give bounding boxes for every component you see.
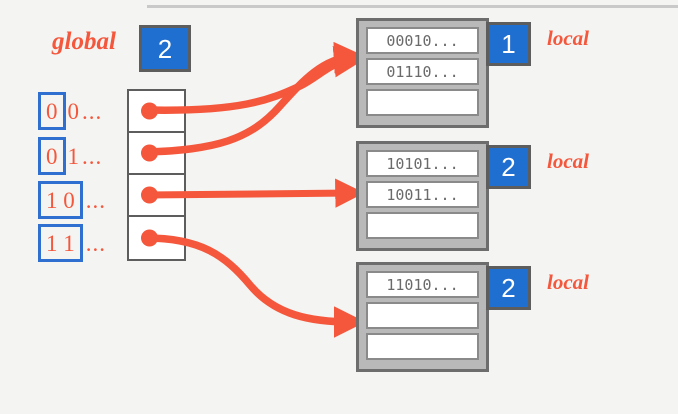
key-row-11: 1 1 ... bbox=[38, 224, 106, 262]
bucket-3-slot-2 bbox=[366, 333, 479, 360]
pointer-dot-icon bbox=[141, 186, 158, 204]
bucket-1-local-label: local bbox=[547, 26, 589, 50]
key-prefix-box-11: 1 1 bbox=[38, 224, 83, 262]
key-ellipsis-11: ... bbox=[85, 230, 106, 256]
key-row-10: 1 0 ... bbox=[38, 181, 106, 219]
key-row-01: 0 1 ... bbox=[38, 137, 102, 175]
pointer-dot-icon bbox=[141, 229, 158, 247]
directory-cell-0[interactable] bbox=[129, 91, 184, 133]
bucket-2-local-label: local bbox=[547, 149, 589, 173]
key-ellipsis-01: ... bbox=[82, 143, 103, 169]
bucket-2-local-depth-badge: 2 bbox=[486, 145, 531, 189]
bucket-3-slot-1 bbox=[366, 302, 479, 329]
key-prefix-box-00: 0 bbox=[38, 92, 66, 130]
bucket-1-slot-1: 01110... bbox=[366, 58, 479, 85]
bucket-2-slot-0: 10101... bbox=[366, 150, 479, 177]
bucket-2-slot-1: 10011... bbox=[366, 181, 479, 208]
key-suffix-00: 0 bbox=[67, 98, 80, 124]
key-ellipsis-00: ... bbox=[82, 98, 103, 124]
bucket-3-local-depth-badge: 2 bbox=[486, 266, 531, 310]
key-prefix-box-01: 0 bbox=[38, 137, 66, 175]
bucket-3-local-label: local bbox=[547, 270, 589, 294]
bucket-1-slot-2 bbox=[366, 89, 479, 116]
pointer-dot-icon bbox=[141, 102, 158, 120]
directory-cell-3[interactable] bbox=[129, 217, 184, 259]
global-depth-badge: 2 bbox=[139, 25, 191, 72]
bucket-1: 00010... 01110... bbox=[356, 18, 489, 128]
global-depth-label: global bbox=[52, 28, 116, 55]
bucket-3: 11010... bbox=[356, 262, 489, 372]
top-divider-rule bbox=[147, 5, 678, 8]
key-row-00: 0 0 ... bbox=[38, 92, 102, 130]
directory-cell-1[interactable] bbox=[129, 133, 184, 175]
bucket-1-local-depth-badge: 1 bbox=[486, 22, 531, 66]
directory-cell-2[interactable] bbox=[129, 175, 184, 217]
bucket-1-slot-0: 00010... bbox=[366, 27, 479, 54]
bucket-2: 10101... 10011... bbox=[356, 141, 489, 251]
key-prefix-box-10: 1 0 bbox=[38, 181, 83, 219]
key-suffix-01: 1 bbox=[67, 143, 80, 169]
bucket-2-slot-2 bbox=[366, 212, 479, 239]
key-ellipsis-10: ... bbox=[85, 187, 106, 213]
pointer-dot-icon bbox=[141, 144, 158, 162]
directory-table bbox=[127, 89, 186, 261]
bucket-3-slot-0: 11010... bbox=[366, 271, 479, 298]
